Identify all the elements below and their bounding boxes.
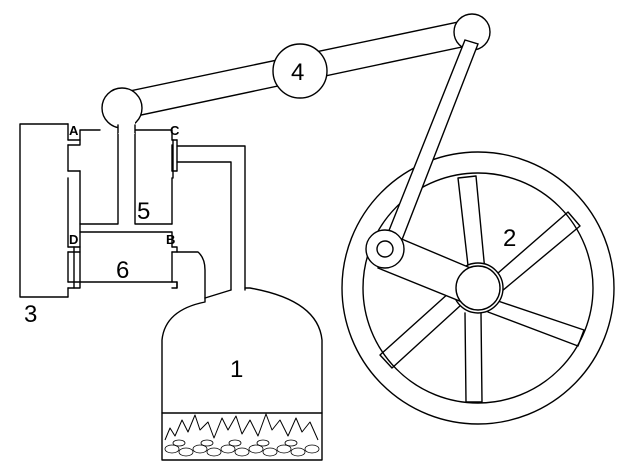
flywheel-spokes — [379, 175, 585, 403]
coal-bed — [164, 439, 320, 457]
connecting-rod — [365, 39, 501, 311]
label-valve-c: C — [170, 123, 180, 138]
label-valve-b: B — [166, 232, 175, 247]
label-part-4: 4 — [291, 59, 304, 86]
part-3-housing — [19, 123, 69, 298]
part-1-boiler — [161, 287, 323, 461]
label-part-6: 6 — [116, 257, 129, 284]
label-part-3: 3 — [24, 301, 37, 328]
valve-chest — [67, 129, 246, 299]
part-4-beam — [101, 13, 491, 129]
piston-rod — [117, 122, 136, 134]
label-valve-d: D — [69, 232, 78, 247]
label-part-1: 1 — [230, 356, 243, 383]
label-part-2: 2 — [503, 225, 516, 252]
label-valve-a: A — [69, 123, 79, 138]
label-part-5: 5 — [137, 198, 150, 225]
